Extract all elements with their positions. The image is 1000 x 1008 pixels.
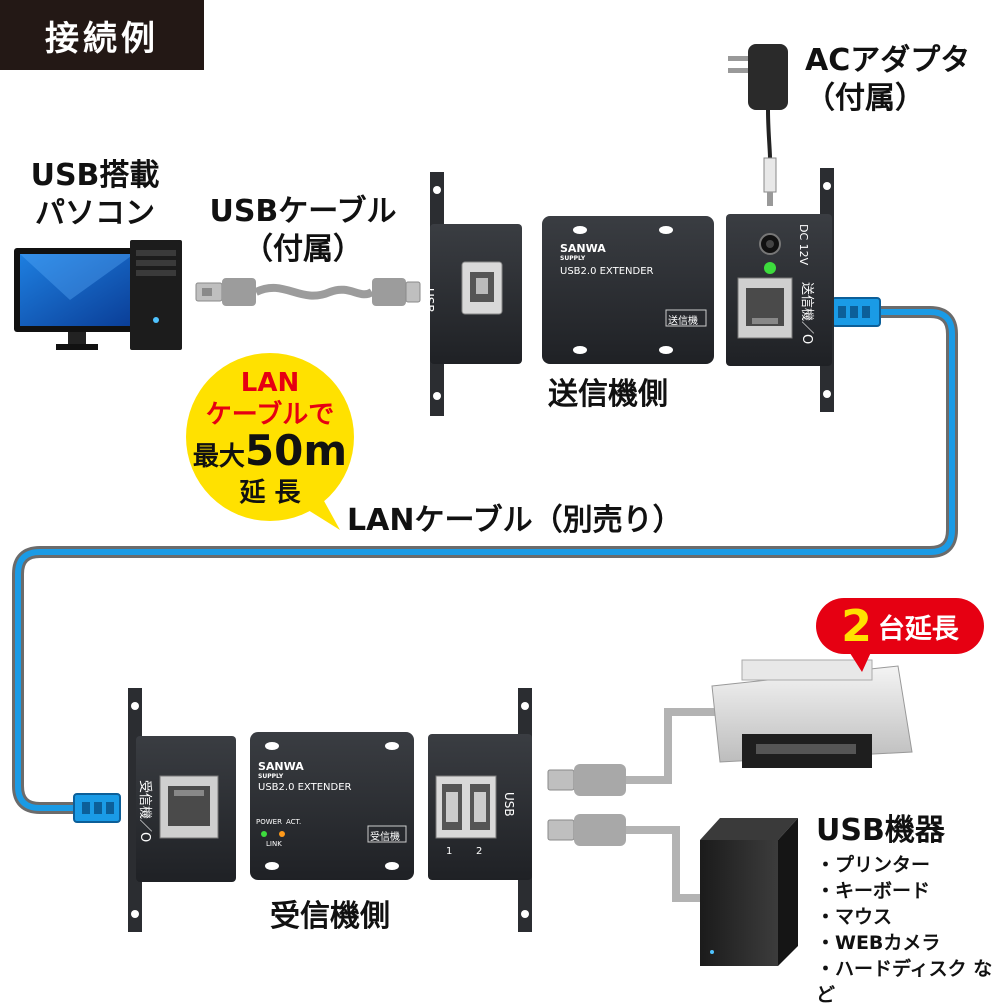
pc-label: USB搭載 パソコン	[10, 157, 180, 232]
receiver-brand: SANWA SUPPLY	[258, 760, 304, 782]
transmitter-model: USB2.0 EXTENDER	[560, 266, 654, 277]
lan-cable-label: LANケーブル（別売り）	[347, 503, 683, 538]
bubble-line2: ケーブルで	[205, 400, 335, 430]
two-units-text: 2 台延長	[816, 598, 984, 654]
transmitter-side-label: 送信機側	[548, 377, 668, 412]
lan-cable	[12, 297, 958, 823]
receiver-badge: 受信機	[370, 832, 400, 843]
usb-cable-label-line1: USBケーブル	[209, 194, 397, 229]
bubble-text: LAN ケーブルで 最大50m 延 長	[186, 367, 354, 509]
header-badge: 接続例	[0, 0, 204, 70]
pc-label-line1: USB搭載	[30, 158, 160, 193]
hdd-icon	[700, 818, 798, 966]
usb-devices-title: USB機器	[816, 813, 945, 848]
receiver-usb-port-label: USB	[502, 792, 516, 817]
ac-adapter-label: ACアダプタ （付属）	[805, 42, 970, 117]
usb-devices-list: ・プリンター ・キーボード ・マウス ・WEBカメラ ・ハードディスク など	[816, 852, 1000, 1008]
receiver-act-label: ACT.	[286, 818, 302, 826]
speech-bubble	[186, 353, 354, 530]
usb-device-item: ・WEBカメラ	[816, 932, 941, 954]
receiver-side-label: 受信機側	[270, 899, 390, 934]
receiver-io-label: 受信機／O	[137, 780, 152, 843]
receiver-model: USB2.0 EXTENDER	[258, 782, 352, 793]
bubble-line3-value: 50m	[244, 426, 348, 475]
two-units-badge	[816, 598, 984, 672]
pc-icon	[14, 240, 182, 350]
usb-device-item: ・キーボード	[816, 880, 931, 902]
receiver-box	[250, 732, 414, 880]
usb-device-cables	[547, 708, 730, 902]
pc-label-line2: パソコン	[35, 195, 155, 231]
receiver-port2: 2	[476, 846, 483, 857]
transmitter-lan-plate	[726, 168, 834, 412]
transmitter-io-label: 送信機／O	[799, 282, 814, 345]
ac-adapter-label-line2: （付属）	[805, 80, 925, 116]
transmitter-box	[542, 216, 714, 364]
bubble-line3: 最大50m	[186, 430, 354, 477]
transmitter-brand-name: SANWA	[560, 242, 606, 255]
rj45-connector-bottom	[73, 793, 121, 823]
transmitter-badge: 送信機	[668, 316, 698, 327]
usb-cable-label: USBケーブル （付属）	[198, 193, 408, 268]
usb-device-item: ・プリンター	[816, 854, 931, 876]
printer-icon	[711, 659, 913, 768]
receiver-brand-name: SANWA	[258, 760, 304, 773]
usb-device-item: ・マウス	[816, 906, 893, 928]
bubble-line4: 延 長	[239, 478, 301, 508]
two-units-number: 2	[841, 600, 872, 652]
receiver-usb-plate	[428, 688, 532, 932]
transmitter-usb-plate	[430, 172, 522, 416]
receiver-brand-sub: SUPPLY	[258, 773, 284, 780]
usb-cable-label-line2: （付属）	[243, 231, 363, 267]
bubble-line1: LAN	[240, 368, 300, 398]
two-units-label: 台延長	[877, 613, 959, 645]
transmitter-usb-port-label: USB	[422, 288, 436, 313]
header-title: 接続例	[45, 18, 159, 59]
ac-adapter-icon	[728, 44, 788, 206]
transmitter-brand: SANWA SUPPLY	[560, 242, 606, 264]
usb-cable-icon	[195, 278, 421, 306]
usb-device-item: ・ハードディスク など	[816, 958, 993, 1006]
receiver-power-label: POWER	[256, 818, 282, 826]
transmitter-brand-sub: SUPPLY	[560, 255, 586, 262]
transmitter-dc-label: DC 12V	[797, 224, 810, 266]
receiver-link-label: LINK	[266, 840, 282, 848]
bubble-line3-prefix: 最大	[192, 442, 245, 472]
receiver-lan-plate	[128, 688, 236, 932]
ac-adapter-label-line1: ACアダプタ	[805, 43, 971, 78]
rj45-connector-top	[831, 297, 881, 327]
receiver-port1: 1	[446, 846, 453, 857]
